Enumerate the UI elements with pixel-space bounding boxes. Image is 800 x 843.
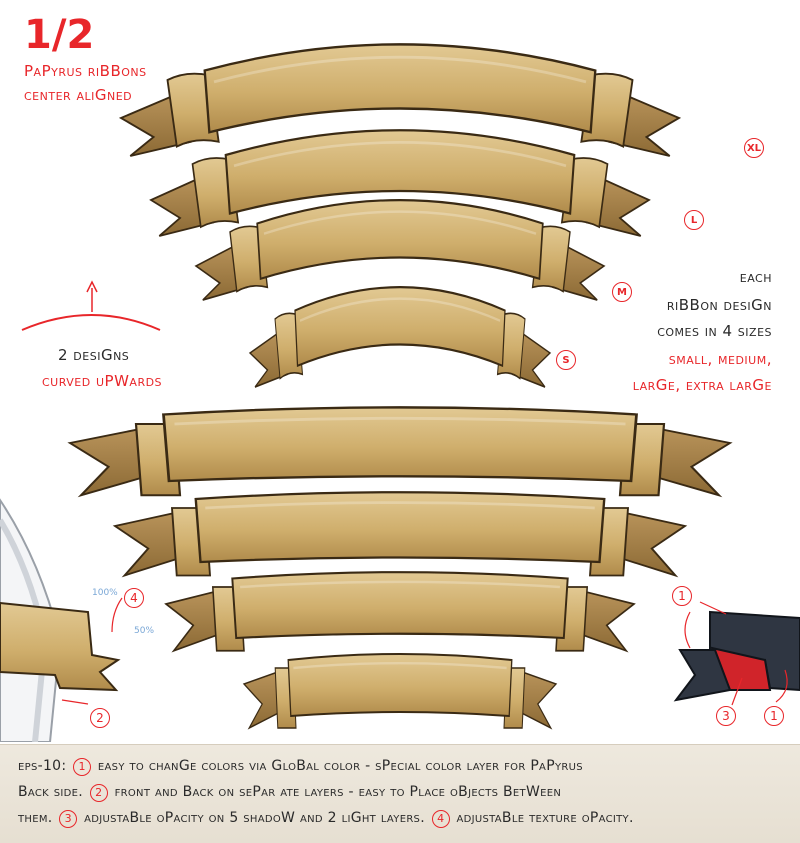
sizes-note-line-1: each [739, 268, 772, 286]
flat-ribbon-s [242, 652, 558, 730]
footer-num-2: 2 [89, 784, 108, 802]
curve-indicator [21, 280, 161, 331]
opacity-100-label: 100% [92, 588, 118, 598]
sizes-note-line-2: riBBon desiGn [666, 296, 772, 314]
callout-3-right: 3 [716, 706, 736, 726]
curved-ribbon-s [248, 285, 552, 389]
footer-num-3: 3 [59, 810, 78, 828]
footer-text-3b: adjustaBle oPacity on 5 shadoW and 2 liG… [84, 810, 425, 826]
footer-line-2: Back side. 2 front and Back on sePar ate… [18, 784, 561, 802]
footer-text-2a: Back side. [18, 784, 84, 800]
opacity-50-label: 50% [134, 626, 155, 636]
footer-num-1: 1 [73, 758, 92, 776]
flat-ribbon-l [113, 490, 687, 577]
footer-text-2b: front and Back on sePar ate layers - eas… [114, 784, 562, 800]
size-badge-m: M [612, 282, 632, 302]
flat-ribbon-xl [68, 405, 732, 497]
footer-text-3a: them. [18, 810, 53, 826]
subtitle-line-2: center aliGned [24, 86, 133, 104]
footer-text-3c: adjustaBle texture oPacity. [456, 810, 634, 826]
size-badge-s: S [556, 350, 576, 370]
subtitle-line-1: PaPyrus riBBons [24, 62, 147, 80]
footer-text-1: easy to chanGe colors via GloBal color -… [97, 758, 583, 774]
ribbon-artwork [0, 42, 800, 742]
callout-1-right-top: 1 [672, 586, 692, 606]
size-badge-l: L [684, 210, 704, 230]
size-badge-xl: XL [744, 138, 764, 158]
left-detail-illustration [0, 498, 123, 742]
sizes-note-line-5: larGe, extra larGe [632, 376, 772, 394]
designs-note-line-2: curved uPWards [42, 372, 163, 390]
callout-4-left: 4 [124, 588, 144, 608]
footer-panel [0, 744, 800, 843]
page-title: 1/2 [24, 12, 95, 58]
footer-eps-label: eps-10: [18, 758, 67, 774]
callout-2-left: 2 [90, 708, 110, 728]
footer-line-3: them. 3 adjustaBle oPacity on 5 shadoW a… [18, 810, 634, 828]
callout-1-right-bottom: 1 [764, 706, 784, 726]
right-detail-illustration [673, 601, 800, 706]
footer-num-4: 4 [431, 810, 450, 828]
flat-ribbon-m [164, 570, 636, 653]
footer-line-1: eps-10: 1 easy to chanGe colors via GloB… [18, 758, 583, 776]
sizes-note-line-3: comes in 4 sizes [657, 322, 772, 340]
designs-note-line-1: 2 desiGns [58, 346, 130, 364]
curved-ribbon-m [194, 198, 606, 302]
sizes-note-line-4: small, medium, [668, 350, 772, 368]
